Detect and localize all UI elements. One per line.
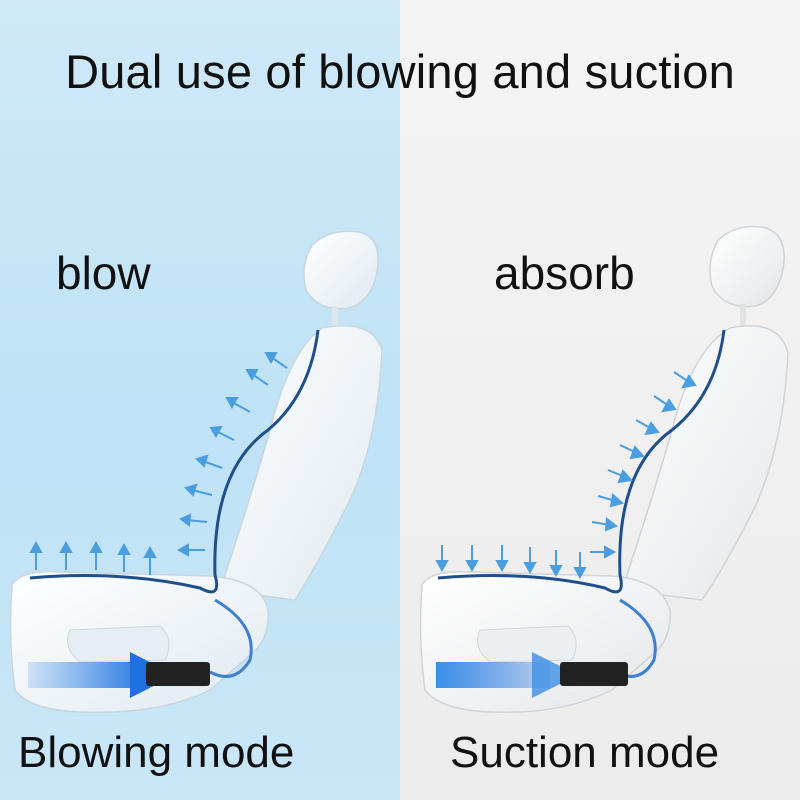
seat-illustration-blowing [0, 0, 400, 800]
blowing-mode-caption: Blowing mode [18, 728, 294, 778]
page-title: Dual use of blowing and suction [0, 44, 800, 99]
seat-illustration-suction [400, 0, 800, 800]
blow-label: blow [56, 246, 151, 300]
suction-mode-caption: Suction mode [450, 728, 719, 778]
absorb-label: absorb [494, 246, 635, 300]
